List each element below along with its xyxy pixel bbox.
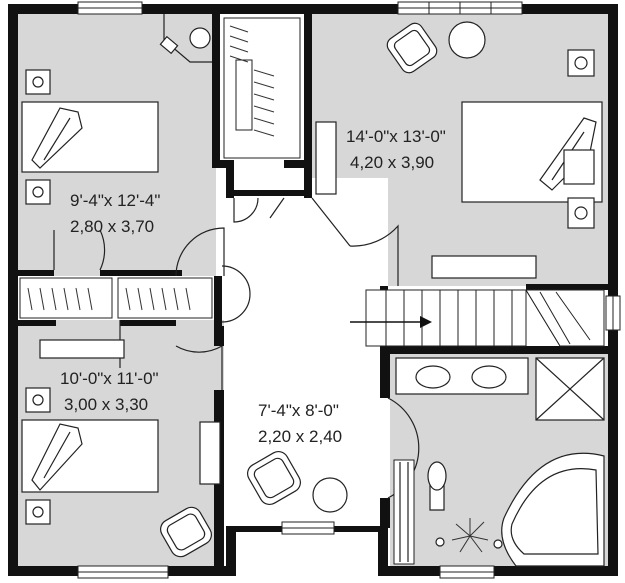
room-label-bedroom-bottom-left: 10'-0"x 11'-0" 3,00 x 3,30 bbox=[60, 369, 159, 414]
hall-furniture bbox=[247, 451, 348, 513]
room-dimension-imperial: 7'-4"x 8'-0" bbox=[258, 401, 339, 420]
room-label-hall: 7'-4"x 8'-0" 2,20 x 2,40 bbox=[258, 401, 342, 446]
room-dimension-metric: 3,00 x 3,30 bbox=[64, 395, 148, 414]
closets bbox=[19, 17, 301, 319]
room-dimension-imperial: 14'-0"x 13'-0" bbox=[346, 127, 446, 146]
bedroom-top-right-furniture bbox=[315, 21, 603, 279]
interior-walls bbox=[16, 14, 608, 566]
bedroom-bottom-left-furniture bbox=[21, 339, 221, 558]
room-label-bedroom-top-left: 9'-4"x 12'-4" 2,80 x 3,70 bbox=[70, 191, 160, 236]
room-label-bedroom-top-right: 14'-0"x 13'-0" 4,20 x 3,90 bbox=[346, 127, 446, 172]
bathroom-fixtures bbox=[393, 357, 605, 567]
room-dimension-imperial: 9'-4"x 12'-4" bbox=[70, 191, 160, 210]
room-dimension-imperial: 10'-0"x 11'-0" bbox=[60, 369, 159, 388]
bedroom-top-left-furniture bbox=[21, 14, 212, 205]
stairs bbox=[350, 289, 605, 347]
room-dimension-metric: 4,20 x 3,90 bbox=[350, 153, 434, 172]
windows bbox=[77, 1, 621, 579]
room-dimension-metric: 2,20 x 2,40 bbox=[258, 427, 342, 446]
room-dimension-metric: 2,80 x 3,70 bbox=[70, 217, 154, 236]
